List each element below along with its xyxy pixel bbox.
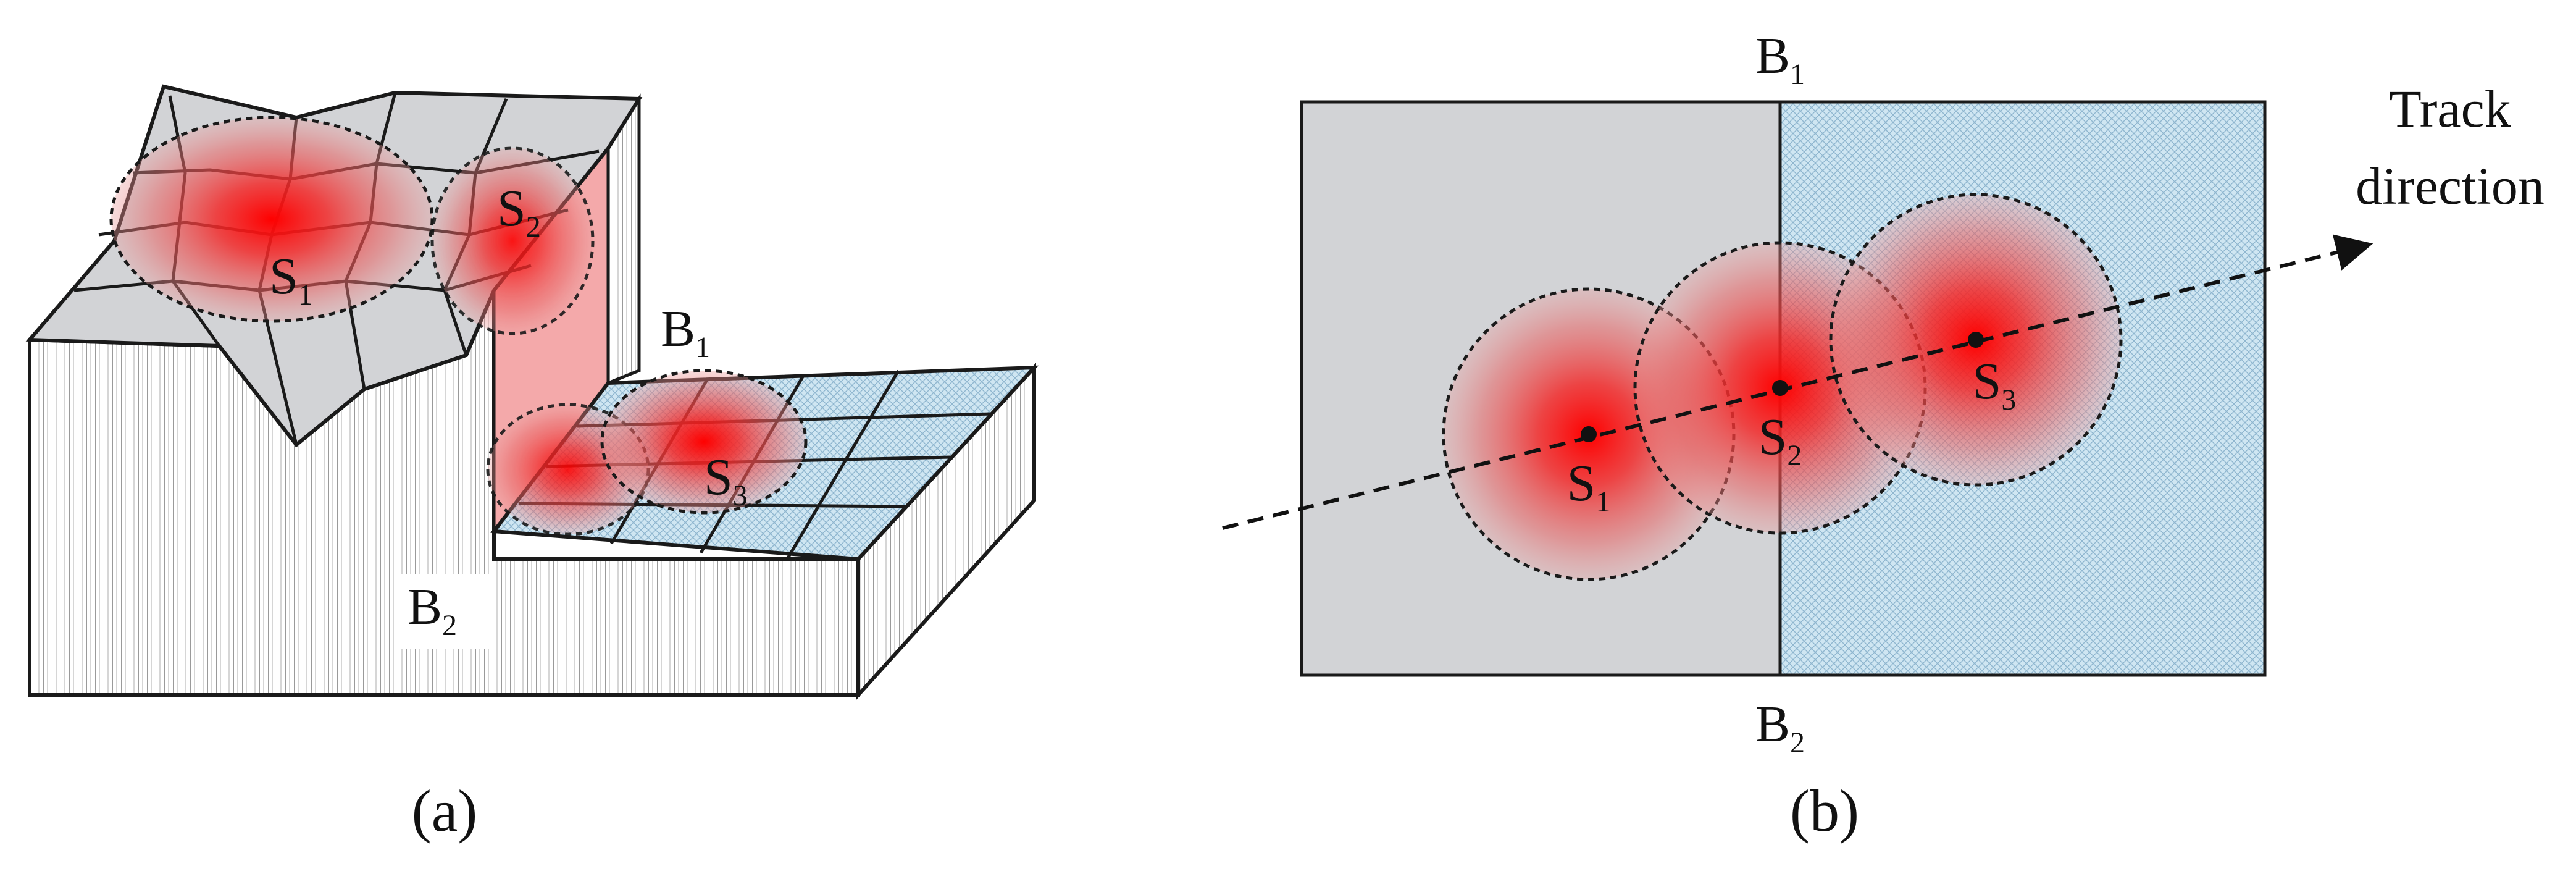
label-s1-b: S1 xyxy=(1567,455,1611,518)
label-b1-b: B1 xyxy=(1755,27,1805,91)
panel-b-border xyxy=(1300,100,2267,677)
spot-s1-a xyxy=(109,116,434,323)
panel-b-top-view: S1 S2 S3 B1 B2 Track direction (b) xyxy=(1222,27,2545,844)
center-dot-s3 xyxy=(1968,332,1984,348)
track-direction-arrow xyxy=(1222,234,2373,530)
label-b2-b: B2 xyxy=(1755,696,1805,759)
label-s2-b: S2 xyxy=(1758,408,1802,472)
spot-s2-a xyxy=(430,146,595,335)
label-s3-a: S3 xyxy=(704,448,748,512)
center-dot-s1 xyxy=(1581,426,1597,442)
label-b2-a: B2 xyxy=(408,578,457,642)
label-s1-a: S1 xyxy=(269,248,313,311)
spot-s3-a xyxy=(600,369,808,515)
caption-a: (a) xyxy=(412,778,478,844)
caption-b: (b) xyxy=(1790,778,1859,844)
label-s3-b: S3 xyxy=(1973,353,2017,416)
label-b1-a: B1 xyxy=(661,300,710,364)
center-dot-s2 xyxy=(1772,380,1788,396)
track-label-line2: direction xyxy=(2356,156,2545,216)
track-label-line1: Track xyxy=(2389,79,2511,138)
b2-label-backdrop xyxy=(398,574,491,649)
panel-a-3d-view: S1 S2 S3 B1 B2 (a) xyxy=(25,84,1039,844)
label-s2-a: S2 xyxy=(497,180,541,243)
